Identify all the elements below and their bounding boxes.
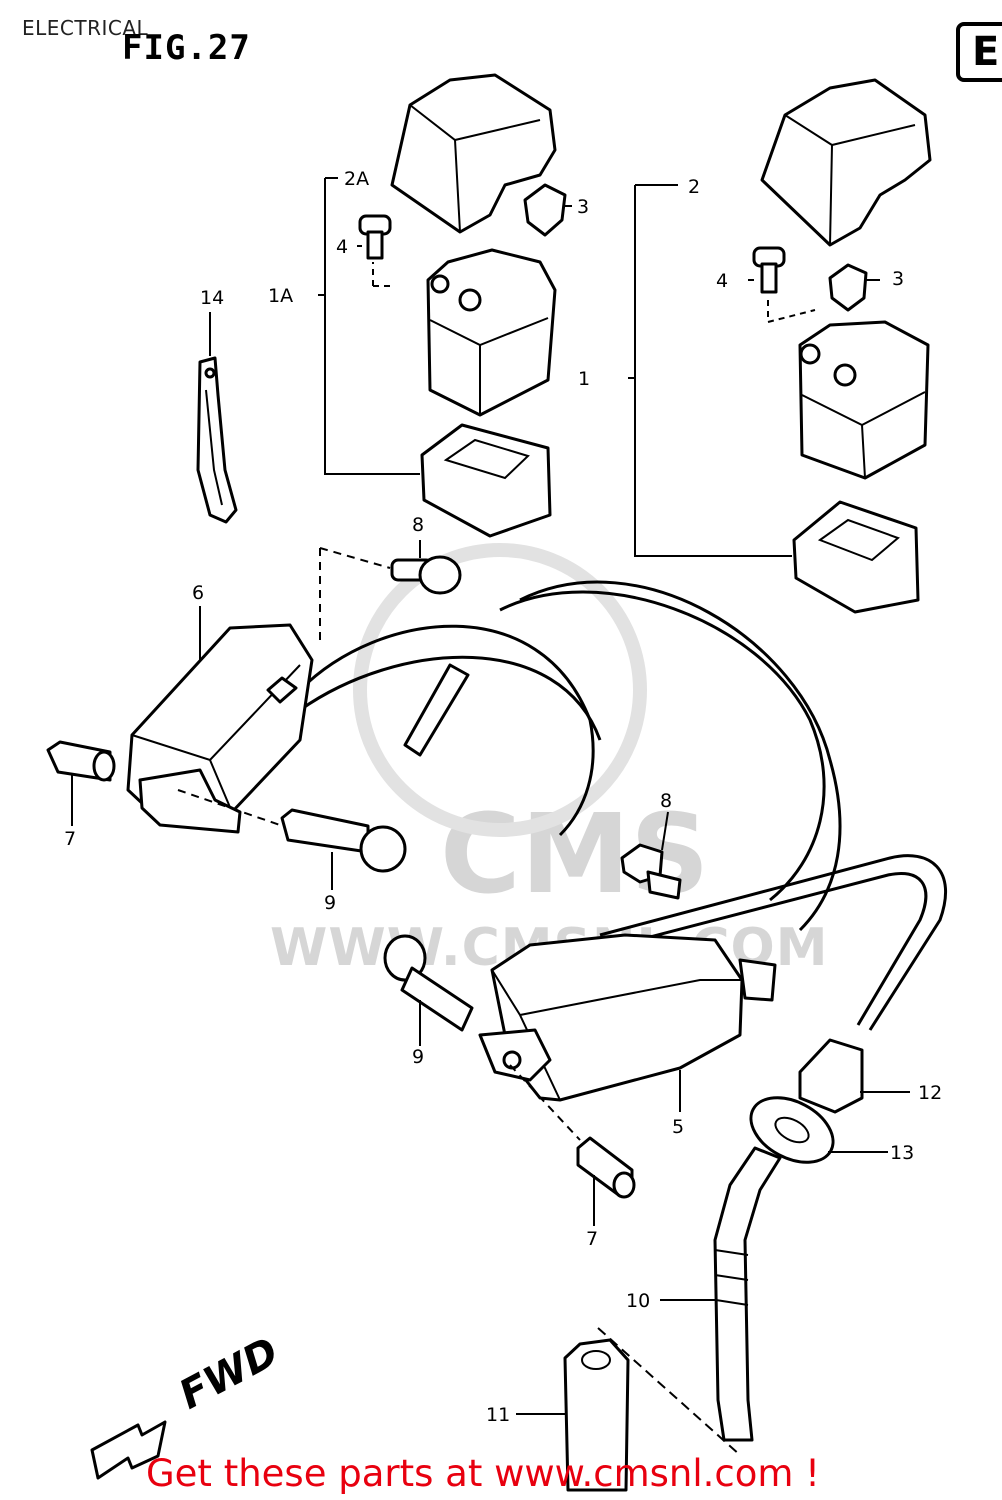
grommet-12 — [798, 1038, 864, 1114]
leader-9-middle — [177, 789, 281, 826]
high-tension-leads — [298, 580, 947, 1031]
bolt-8-upper — [390, 555, 462, 595]
leader-4-left — [372, 262, 395, 287]
callout-4-left: 4 — [336, 236, 349, 258]
ignition-coil-6 — [126, 623, 314, 834]
callout-5: 5 — [672, 1116, 685, 1138]
screw-4-left — [358, 214, 392, 260]
relay-cushion-left — [420, 423, 552, 538]
bracket-1 — [628, 184, 792, 557]
callout-9-middle: 9 — [324, 892, 337, 914]
callout-3-right: 3 — [892, 268, 905, 290]
callout-12: 12 — [918, 1082, 943, 1104]
spark-plug-11 — [563, 1338, 630, 1492]
callout-leaders — [71, 205, 910, 1415]
spacer-7-lower — [576, 1136, 636, 1199]
relay-cover-2a — [390, 73, 557, 234]
fuse-3-right — [828, 263, 868, 312]
callout-6: 6 — [192, 582, 205, 604]
callout-2a: 2A — [344, 168, 370, 190]
starter-relay-left — [426, 248, 557, 417]
callout-8-lower: 8 — [660, 790, 673, 812]
callout-4-right: 4 — [716, 270, 729, 292]
callout-8-upper: 8 — [412, 514, 425, 536]
fuse-3-left — [523, 183, 567, 237]
callout-2: 2 — [688, 176, 701, 198]
bolt-8-lower — [620, 843, 682, 900]
screw-4-right — [752, 246, 786, 294]
spacer-7-left — [46, 740, 116, 782]
leader-8-upper — [319, 547, 391, 640]
parts-link[interactable]: Get these parts at www.cmsnl.com ! — [146, 1452, 821, 1495]
watermark-emblem — [353, 543, 647, 837]
callout-11: 11 — [486, 1404, 511, 1426]
bolt-9-middle — [280, 808, 407, 873]
callout-7-lower: 7 — [586, 1228, 599, 1250]
callout-1a: 1A — [268, 285, 294, 307]
callout-9-lower: 9 — [412, 1046, 425, 1068]
starter-relay-right — [798, 320, 930, 480]
callout-10: 10 — [626, 1290, 651, 1312]
washer-13 — [749, 1096, 835, 1164]
page-title: ELECTRICAL — [22, 16, 149, 40]
callout-13: 13 — [890, 1142, 915, 1164]
leader-4-right — [767, 300, 816, 324]
forward-arrow-icon — [90, 1420, 167, 1480]
callout-7-left: 7 — [64, 828, 77, 850]
bolt-9-lower — [383, 934, 474, 1032]
relay-cushion-right — [792, 500, 920, 614]
callout-3-left: 3 — [577, 196, 590, 218]
leader-7-lower — [509, 1064, 581, 1141]
figure-number: FIG.27 — [122, 28, 251, 68]
ground-strap-14 — [196, 356, 238, 524]
plug-cap-10 — [713, 1146, 782, 1442]
bracket-1a — [318, 177, 420, 475]
section-badge: E — [956, 22, 1002, 82]
relay-cover-2 — [760, 78, 932, 247]
callout-14: 14 — [200, 287, 225, 309]
ignition-coil-5 — [478, 933, 777, 1102]
callout-1: 1 — [578, 368, 591, 390]
